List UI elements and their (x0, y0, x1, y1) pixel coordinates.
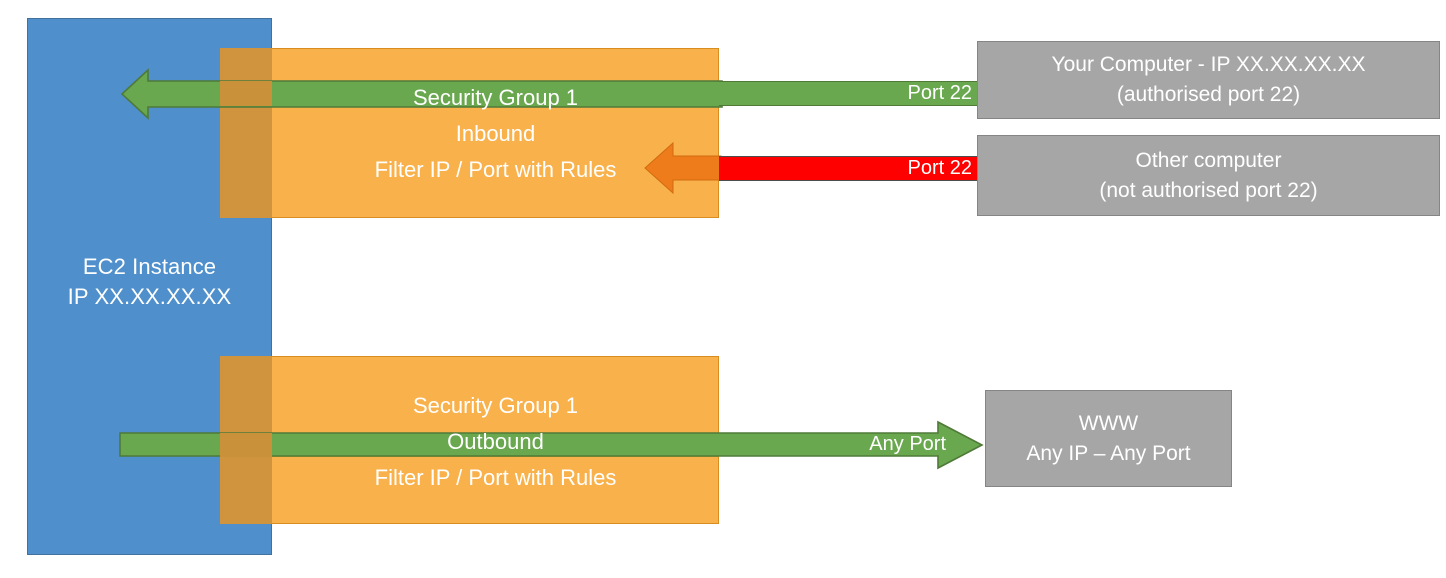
blocked-port22-connector (719, 156, 978, 181)
ec2-name: EC2 Instance (82, 254, 217, 279)
outbound-band-tint-overlap (220, 433, 272, 457)
www-line-2: Any IP – Any Port (1026, 441, 1191, 465)
allowed-inbound-arrow (120, 68, 723, 120)
allowed-port22-connector (719, 81, 978, 106)
your-computer-line-2: (authorised port 22) (1116, 83, 1301, 106)
endpoint-your-computer: Your Computer - IP XX.XX.XX.XX (authoris… (977, 41, 1440, 119)
ec2-instance-label: EC2 Instance IP XX.XX.XX.XX (27, 252, 272, 312)
other-computer-line-1: Other computer (1135, 148, 1282, 172)
endpoint-other-computer: Other computer (not authorised port 22) (977, 135, 1440, 216)
blocked-inbound-arrow (644, 141, 722, 195)
ec2-ip: IP XX.XX.XX.XX (67, 284, 232, 309)
www-line-1: WWW (1078, 411, 1139, 435)
endpoint-www: WWW Any IP – Any Port (985, 390, 1232, 487)
other-computer-line-2: (not authorised port 22) (1099, 178, 1318, 202)
your-computer-line-1: Your Computer - IP XX.XX.XX.XX (1051, 53, 1366, 76)
security-group-inbound-box (220, 48, 719, 218)
inbound-overlap-region (220, 48, 272, 218)
inbound-band-tint-overlap (220, 81, 272, 106)
